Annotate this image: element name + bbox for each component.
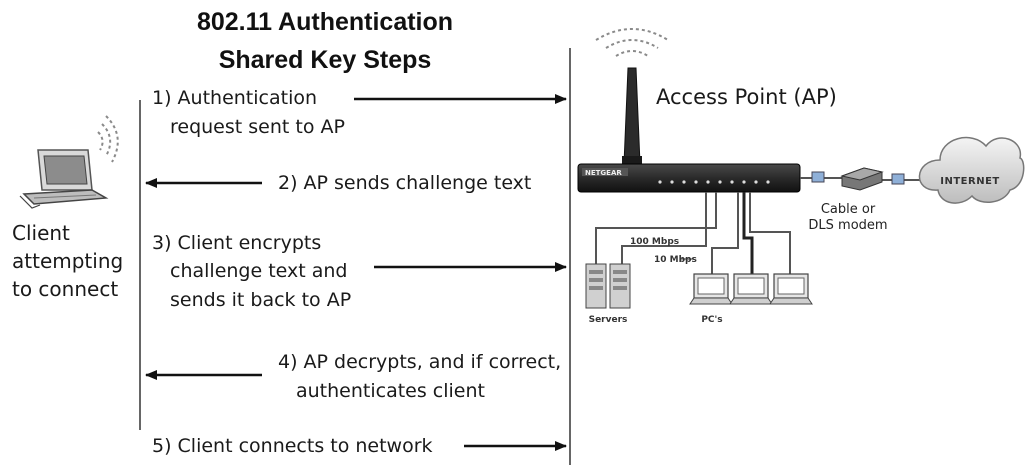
- laptop-icon: [19, 149, 109, 209]
- pc-icon: [729, 273, 773, 305]
- step-3-text-line-2: challenge text and: [170, 260, 348, 282]
- step-5-text-line-1: 5) Client connects to network: [152, 435, 433, 457]
- step-2-text-line-1: 2) AP sends challenge text: [278, 172, 531, 194]
- step-4-text-line-1: 4) AP decrypts, and if correct,: [278, 351, 561, 373]
- internet-label: INTERNET: [940, 176, 999, 187]
- pc-icon: [769, 273, 813, 305]
- client-label-line-2: attempting: [12, 249, 123, 273]
- title-line-2: Shared Key Steps: [219, 46, 432, 74]
- modem-label-line-2: DLS modem: [808, 218, 887, 233]
- step-2: 2) AP sends challenge text: [145, 172, 531, 194]
- client-wifi-waves-icon: [97, 115, 119, 163]
- diagram-title: 802.11 Authentication Shared Key Steps: [197, 8, 453, 74]
- step-5: 5) Client connects to network: [152, 435, 567, 457]
- internet-cloud-icon: INTERNET: [918, 136, 1025, 204]
- client-label-line-1: Client: [12, 221, 70, 245]
- lan-cables: [595, 192, 791, 274]
- servers-icon: [585, 263, 631, 309]
- title-line-1: 802.11 Authentication: [197, 8, 453, 36]
- step-3-text-line-1: 3) Client encrypts: [152, 232, 321, 254]
- step-3-text-line-3: sends it back to AP: [170, 289, 351, 311]
- step-1-text-line-2: request sent to AP: [170, 116, 345, 138]
- modem-label-line-1: Cable or: [821, 202, 876, 217]
- step-1: 1) Authentication request sent to AP: [152, 87, 567, 138]
- step-4: 4) AP decrypts, and if correct, authenti…: [145, 351, 561, 402]
- router-icon: NETGEAR: [577, 163, 801, 193]
- router-brand-label: NETGEAR: [585, 169, 622, 177]
- client-label-line-3: to connect: [12, 277, 118, 301]
- pcs-label: PC's: [701, 315, 722, 325]
- speed-10-label: 10 Mbps: [654, 255, 697, 265]
- step-4-text-line-2: authenticates client: [296, 380, 485, 402]
- router-lights: [658, 180, 770, 184]
- antenna-icon: [622, 67, 642, 166]
- speed-100-label: 100 Mbps: [630, 237, 679, 247]
- modem-icon: [840, 167, 884, 191]
- step-1-text-line-1: 1) Authentication: [152, 87, 317, 109]
- client-label: Client attempting to connect: [12, 221, 123, 301]
- step-3: 3) Client encrypts challenge text and se…: [152, 232, 567, 311]
- servers-label: Servers: [589, 315, 628, 325]
- access-point-label: Access Point (AP): [656, 85, 837, 109]
- ap-wifi-waves-icon: [595, 28, 669, 57]
- pc-icon: [689, 273, 733, 305]
